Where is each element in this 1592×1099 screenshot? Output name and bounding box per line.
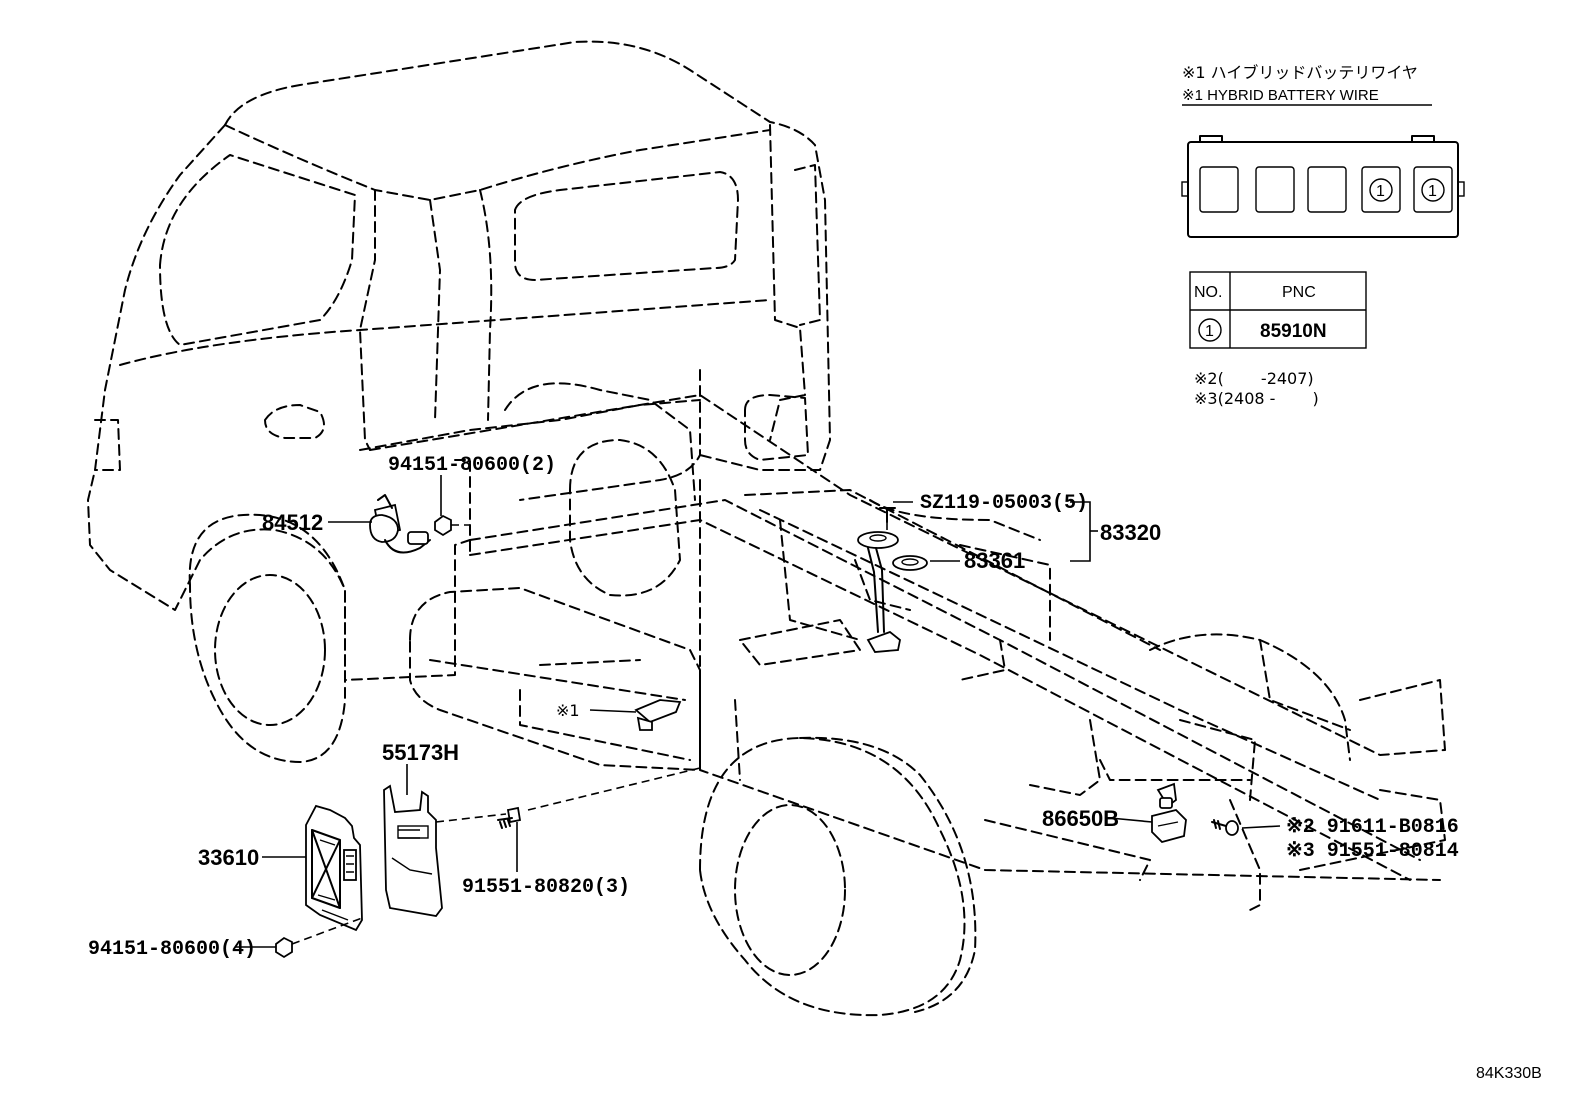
label-33610: 33610 [198, 845, 259, 870]
legend-note-3: ※3(2408 - ) [1194, 389, 1319, 408]
nut-94151-cab [434, 514, 452, 537]
part-hybrid-battery-wire [634, 699, 682, 731]
battery-slot-5-mark: 1 [1428, 183, 1437, 200]
leader-lines [235, 475, 1281, 948]
label-94151-80600-2: 94151-80600(2) [388, 454, 556, 477]
legend: ※1 ハイブリッドバッテリワイヤ ※1 HYBRID BATTERY WIRE … [1181, 63, 1465, 408]
nut-94151-ecu [275, 936, 293, 959]
label-91551-80814: ※3 91551-80814 [1286, 840, 1459, 863]
fuel-tank [409, 587, 701, 771]
legend-title-en: ※1 HYBRID BATTERY WIRE [1182, 87, 1379, 104]
screw-sz119 [879, 507, 896, 523]
callout-labels: 94151-80600(2) 84512 SZ119-05003(5) 8332… [88, 454, 1459, 961]
part-55173h-bracket [383, 784, 443, 917]
legend-title-jp: ※1 ハイブリッドバッテリワイヤ [1182, 63, 1418, 82]
battery-slot-3 [1307, 166, 1347, 213]
part-33610-ecu [305, 804, 363, 932]
label-sz119-05003: SZ119-05003(5) [920, 492, 1088, 515]
chassis-frame [369, 394, 1446, 911]
battery-slot-4-mark: 1 [1376, 183, 1385, 200]
rear-wheel [699, 736, 977, 1017]
pnc-table-header-no: NO. [1194, 284, 1222, 301]
part-86650b [1151, 782, 1187, 844]
battery-slot-1 [1199, 166, 1239, 213]
underbody-details [504, 382, 911, 641]
label-94151-80600-4: 94151-80600(4) [88, 938, 256, 961]
label-83361: 83361 [964, 548, 1025, 573]
label-55173h: 55173H [382, 740, 459, 765]
battery-slot-2 [1255, 166, 1295, 213]
front-wheel [188, 513, 346, 763]
bolt-91551-80820 [497, 806, 522, 829]
pnc-table-header-pnc: PNC [1282, 284, 1316, 301]
battery-slot-4 [1361, 166, 1401, 213]
pnc-table-row-no: 1 [1205, 323, 1214, 340]
pnc-table-row-pnc: 85910N [1260, 321, 1327, 342]
legend-note-2: ※2( -2407) [1194, 369, 1314, 388]
diagram-code: 84K330B [1476, 1065, 1542, 1082]
pnc-table: NO. PNC 1 85910N [1189, 271, 1367, 349]
battery-connector-box: 1 1 [1181, 135, 1465, 238]
part-84512 [369, 494, 431, 554]
truck-cab-outline [87, 40, 831, 681]
part-83361-gasket [892, 555, 928, 571]
label-84512: 84512 [262, 510, 323, 535]
label-91611-b0816: ※2 91611-B0816 [1286, 816, 1459, 839]
label-83320: 83320 [1100, 520, 1161, 545]
bolt-91611-b0816 [1211, 819, 1239, 836]
part-83320-fuel-sender [857, 531, 901, 653]
label-91551-80820: 91551-80820(3) [462, 876, 630, 899]
battery-slot-5 [1413, 166, 1453, 213]
label-ref-1: ※1 [556, 701, 580, 720]
label-86650b: 86650B [1042, 806, 1119, 831]
